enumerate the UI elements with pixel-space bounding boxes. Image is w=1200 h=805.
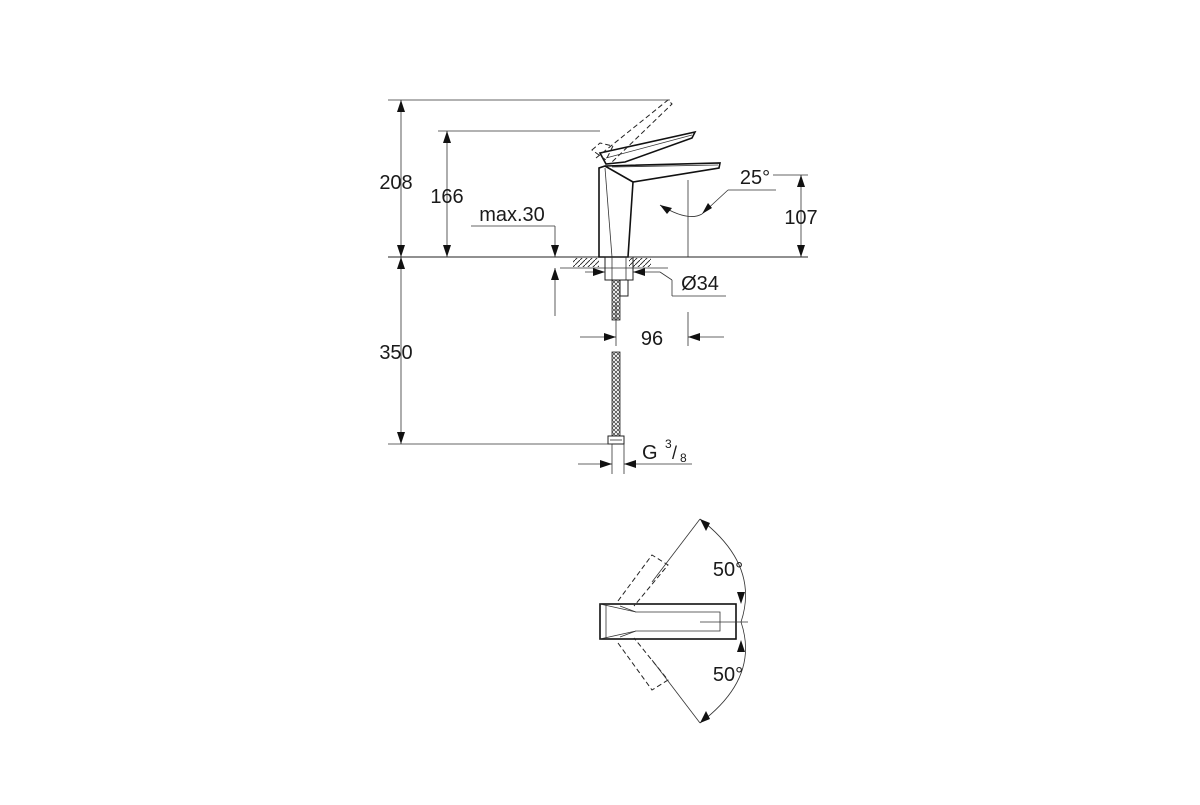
- mounting-stud: [619, 279, 629, 297]
- dim-thread-denominator: 8: [680, 451, 687, 465]
- thread-fraction-slash: /: [672, 443, 677, 463]
- mounting-nut: [604, 256, 634, 281]
- dim-hose-length: 350: [379, 342, 412, 364]
- dim-max-thickness: max.30: [479, 204, 545, 226]
- counter-hatch-left: [573, 258, 599, 267]
- hose-connector: [607, 435, 625, 445]
- plan-rotated-upper: [617, 554, 669, 607]
- plan-rotation-right: 50°: [713, 664, 743, 686]
- faucet-body: [598, 165, 634, 258]
- dim-connection-thread: G: [642, 442, 658, 464]
- rotation-arc: [699, 518, 746, 724]
- faucet-lever-raised: [595, 99, 673, 163]
- dim-base-diameter: Ø34: [681, 273, 719, 295]
- dim-projection: 96: [641, 328, 663, 350]
- plan-view: 50° 50°: [599, 518, 748, 724]
- hose-lower: [611, 351, 621, 437]
- plan-faucet-body: [599, 603, 737, 640]
- side-view: 208 166 max.30 25° 107 Ø3: [379, 99, 818, 474]
- dim-swivel-angle: 25°: [740, 167, 770, 189]
- plan-rotation-left: 50°: [713, 559, 743, 581]
- dim-total-height: 208: [379, 172, 412, 194]
- plan-rotated-lower: [617, 637, 669, 691]
- faucet-lever: [598, 130, 697, 165]
- dim-spout-height: 166: [430, 186, 463, 208]
- dim-thread-numerator: 3: [665, 437, 672, 451]
- dim-outlet-height: 107: [784, 207, 817, 229]
- counter-hatch-right: [629, 258, 651, 267]
- faucet-spout: [604, 162, 721, 183]
